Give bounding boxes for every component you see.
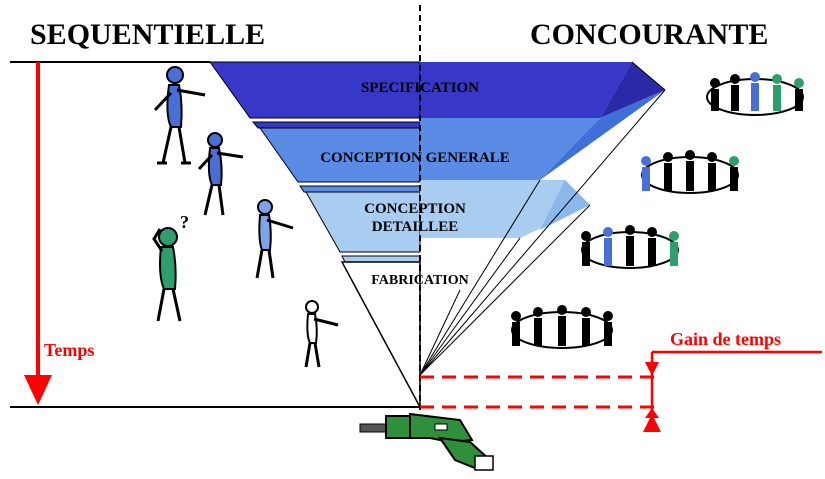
- concurrent-funnel: [419, 61, 666, 376]
- person-thinking-icon: [152, 227, 182, 322]
- person-pointing-icon: [304, 300, 339, 368]
- time-axis-arrow: [24, 62, 52, 405]
- label-conception-detaillee-1: CONCEPTION: [364, 201, 466, 217]
- question-mark: ?: [180, 212, 189, 232]
- people-circle-icon: [511, 305, 613, 349]
- people-circle-icon: [641, 150, 739, 194]
- person-pointing-icon: [197, 132, 244, 216]
- time-gain-markers: [420, 350, 822, 432]
- time-label: Temps: [44, 340, 94, 360]
- title-sequential: SEQUENTIELLE: [30, 18, 265, 51]
- title-concurrent: CONCOURANTE: [530, 18, 768, 51]
- label-conception-generale: CONCEPTION GENERALE: [320, 150, 510, 166]
- person-pointing-icon: [255, 199, 294, 279]
- phase-conception-detaillee: [305, 191, 421, 253]
- label-conception-detaillee-2: DETAILLEE: [372, 219, 458, 235]
- person-pointing-icon: [153, 66, 206, 165]
- phase-fabrication: [340, 261, 421, 408]
- gain-label: Gain de temps: [670, 329, 781, 349]
- drill-icon: [359, 412, 494, 471]
- people-circle-icon: [706, 72, 804, 116]
- people-circle-icon: [581, 225, 679, 269]
- sequential-funnel: [209, 61, 421, 408]
